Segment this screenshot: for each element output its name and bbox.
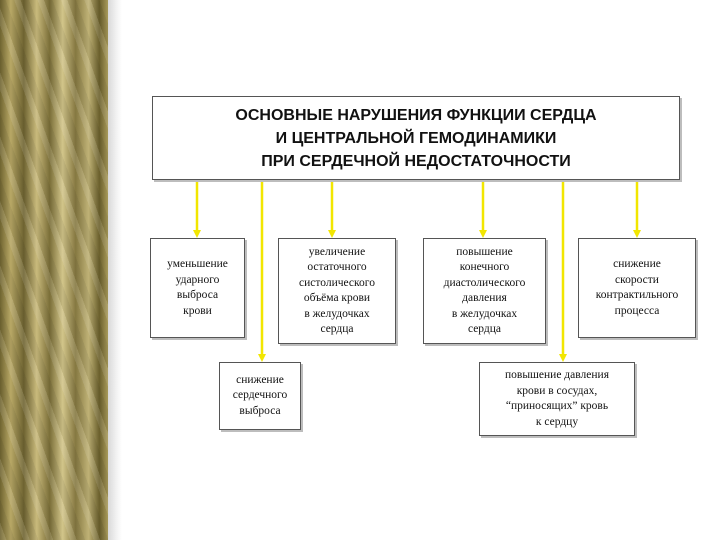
box-contractility: снижение скорости контрактильного процес… [578, 238, 696, 338]
box-cardiac-output: снижение сердечного выброса [219, 362, 301, 430]
diagram-title-box: ОСНОВНЫЕ НАРУШЕНИЯ ФУНКЦИИ СЕРДЦА И ЦЕНТ… [152, 96, 680, 180]
decorative-drape [0, 0, 108, 540]
title-line-1: ОСНОВНЫЕ НАРУШЕНИЯ ФУНКЦИИ СЕРДЦА [235, 106, 597, 124]
box-venous-pressure: повышение давления крови в сосудах, “при… [479, 362, 635, 436]
box-diastolic-pressure: повышение конечного диастолического давл… [423, 238, 546, 344]
title-line-2: И ЦЕНТРАЛЬНОЙ ГЕМОДИНАМИКИ [275, 129, 557, 147]
box-stroke-volume: уменьшение ударного выброса крови [150, 238, 245, 338]
title-line-3: ПРИ СЕРДЕЧНОЙ НЕДОСТАТОЧНОСТИ [261, 152, 571, 170]
box-residual-volume: увеличение остаточного систолического об… [278, 238, 396, 344]
drape-edge [108, 0, 122, 540]
